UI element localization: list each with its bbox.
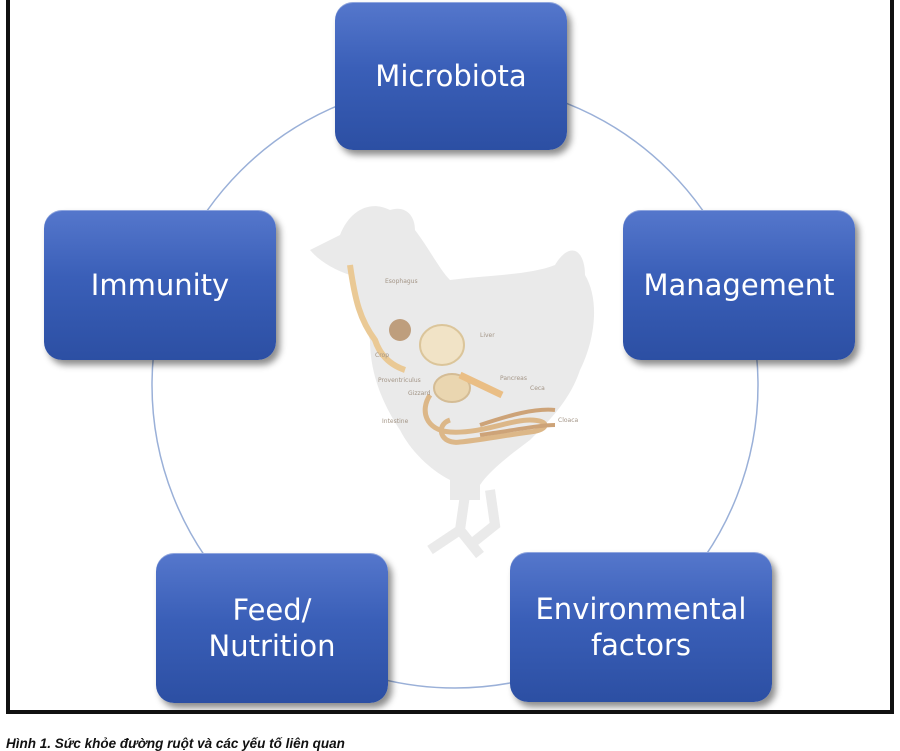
anatomy-label-crop: Crop (375, 352, 389, 359)
node-microbiota: Microbiota (335, 2, 567, 150)
node-feed-label: Feed/ Nutrition (208, 592, 336, 663)
anatomy-label-gizzard: Gizzard (408, 390, 431, 397)
anatomy-label-cloaca: Cloaca (558, 417, 579, 424)
diagram-canvas: Esophagus Crop Liver Proventriculus Gizz… (151, 81, 759, 689)
gizzard (433, 373, 471, 403)
node-management-label: Management (643, 267, 835, 302)
node-immunity-label: Immunity (90, 267, 230, 302)
anatomy-label-proventriculus: Proventriculus (378, 377, 421, 384)
figure-frame: Esophagus Crop Liver Proventriculus Gizz… (6, 0, 894, 714)
anatomy-label-ceca: Ceca (530, 385, 545, 392)
pancreas (458, 371, 504, 399)
node-environmental-label: Environmental factors (535, 591, 747, 662)
node-immunity: Immunity (44, 210, 276, 360)
figure-caption: Hình 1. Sức khỏe đường ruột và các yếu t… (6, 736, 345, 751)
anatomy-label-esophagus: Esophagus (385, 278, 418, 285)
anatomy-label-pancreas: Pancreas (500, 375, 527, 382)
ceca (479, 407, 556, 437)
node-environmental-factors: Environmental factors (510, 552, 772, 702)
node-microbiota-label: Microbiota (375, 58, 527, 93)
chicken-illustration: Esophagus Crop Liver Proventriculus Gizz… (310, 206, 595, 559)
anatomy-label-intestine: Intestine (382, 418, 409, 425)
chicken-legs (427, 489, 501, 559)
node-management: Management (623, 210, 855, 360)
crop (389, 319, 411, 341)
anatomy-label-liver: Liver (480, 332, 495, 339)
liver (419, 324, 465, 366)
node-feed-nutrition: Feed/ Nutrition (156, 553, 388, 703)
esophagus (347, 264, 407, 373)
